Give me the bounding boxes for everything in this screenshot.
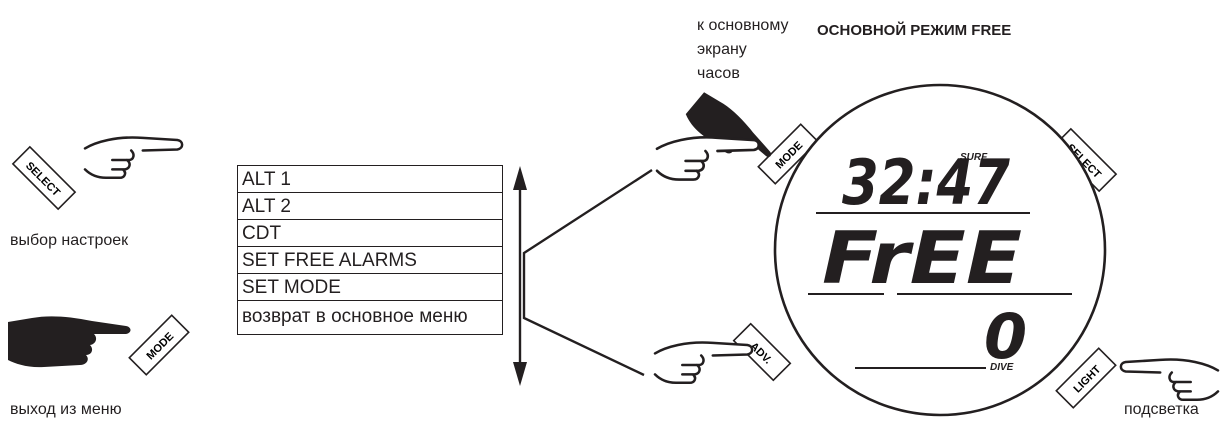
- dive-count-readout: 0: [984, 300, 1027, 373]
- mode-readout: FrEE: [822, 216, 1022, 300]
- connector-lines: [522, 168, 653, 377]
- backlight-label: подсветка: [1124, 401, 1199, 418]
- mode-button-left[interactable]: MODE: [128, 314, 190, 376]
- select-button-left[interactable]: SELECT: [11, 145, 77, 211]
- menu-item-set-mode[interactable]: SET MODE: [238, 274, 502, 301]
- pointing-hand-adv-icon: [653, 341, 754, 385]
- page-title: ОСНОВНОЙ РЕЖИМ FREE: [817, 22, 1012, 39]
- settings-menu: ALT 1 ALT 2 CDT SET FREE ALARMS SET MODE…: [237, 165, 503, 335]
- to-main-screen-label: к основному экрану часов: [697, 17, 789, 82]
- surf-indicator: SURF: [960, 152, 988, 163]
- menu-item-cdt[interactable]: CDT: [238, 220, 502, 247]
- menu-item-alt1[interactable]: ALT 1: [238, 166, 502, 193]
- pointing-hand-icon: [83, 136, 184, 180]
- watch-display: SURF 32:47 FrEE 0 DIVE: [773, 83, 1107, 417]
- menu-item-alt2[interactable]: ALT 2: [238, 193, 502, 220]
- pointing-hand-mode-icon: [655, 136, 761, 181]
- solid-hand-icon: [8, 316, 131, 368]
- menu-item-return-main[interactable]: возврат в основное меню: [242, 306, 468, 327]
- pointing-hand-light-icon: [1119, 358, 1220, 402]
- select-settings-label: выбор настроек: [10, 232, 129, 249]
- scroll-arrow-icon: [513, 166, 527, 386]
- dive-label: DIVE: [990, 362, 1014, 373]
- menu-item-set-free-alarms[interactable]: SET FREE ALARMS: [238, 247, 502, 274]
- time-readout: 32:47: [842, 146, 1011, 219]
- exit-menu-label: выход из меню: [10, 401, 122, 418]
